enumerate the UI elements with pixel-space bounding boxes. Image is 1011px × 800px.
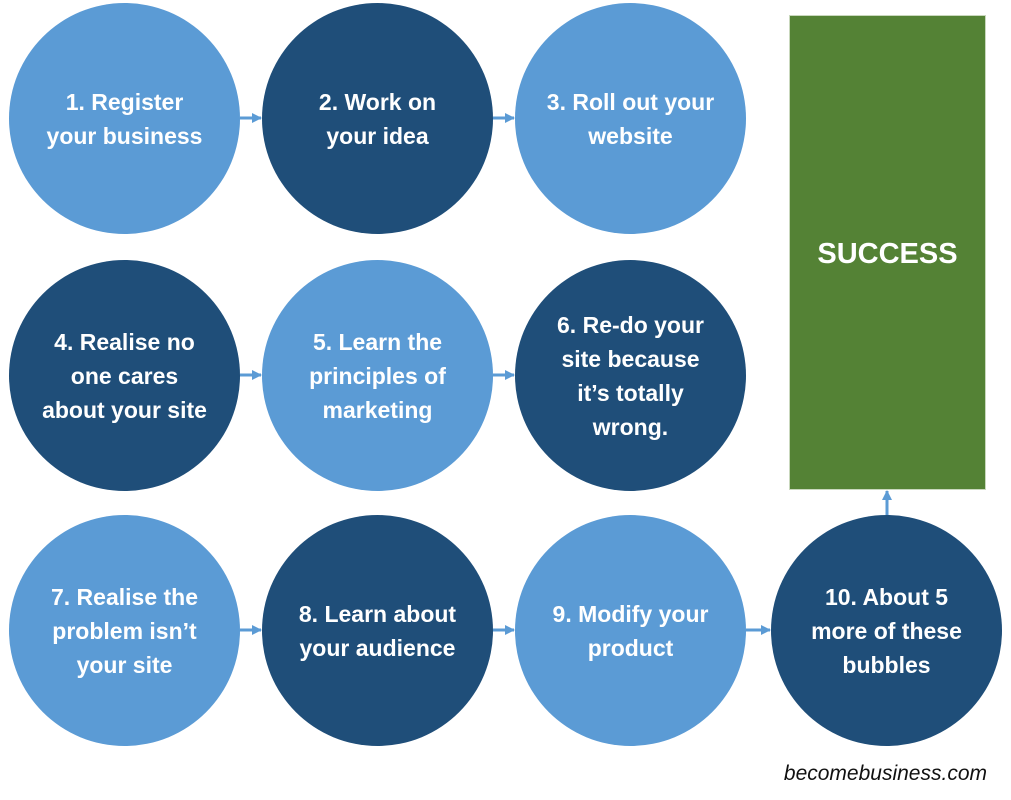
step-7-bubble: 7. Realise the problem isn’t your site — [9, 515, 240, 746]
step-9-bubble: 9. Modify your product — [515, 515, 746, 746]
step-8-bubble: 8. Learn about your audience — [262, 515, 493, 746]
step-5-bubble: 5. Learn the principles of marketing — [262, 260, 493, 491]
step-1-bubble: 1. Register your business — [9, 3, 240, 234]
step-2-bubble: 2. Work on your idea — [262, 3, 493, 234]
step-4-bubble: 4. Realise no one cares about your site — [9, 260, 240, 491]
step-3-bubble: 3. Roll out your website — [515, 3, 746, 234]
source-credit: becomebusiness.com — [783, 762, 987, 785]
success-label: SUCCESS — [817, 238, 958, 270]
step-6-bubble: 6. Re-do your site because it’s totally … — [515, 260, 746, 491]
success-box: SUCCESS — [789, 15, 986, 490]
step-10-bubble: 10. About 5 more of these bubbles — [771, 515, 1002, 746]
